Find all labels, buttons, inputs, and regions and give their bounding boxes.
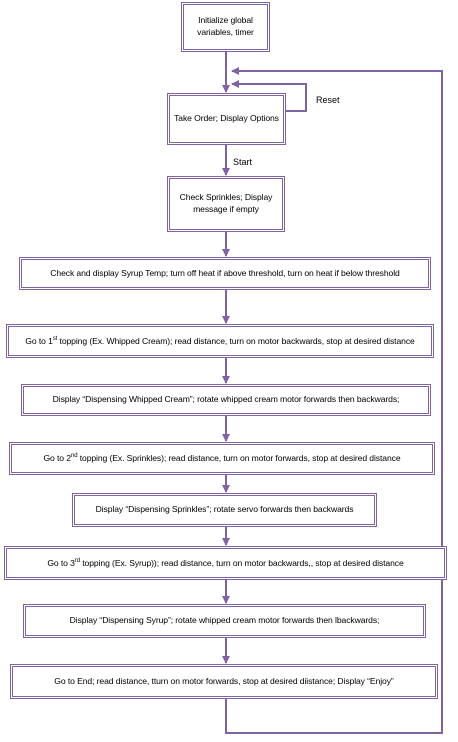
syrup-temp-node-text: Check and display Syrup Temp; turn off h…: [50, 267, 400, 278]
check-sprinkles-node-text: Check Sprinkles; Display message if empt…: [179, 192, 273, 214]
topping3-node: Go to 3rd topping (Ex. Syrup)); read dis…: [4, 546, 447, 580]
dispense-sprinkles-node-text: Display “Dispensing Sprinkles”; rotate s…: [95, 504, 354, 515]
dispense-whipped-node: Display “Dispensing Whipped Cream”; rota…: [21, 384, 431, 416]
topping1-node: Go to 1st topping (Ex. Whipped Cream); r…: [6, 324, 434, 358]
init-node-text: Initialize global variables, timer: [197, 15, 254, 37]
topping2-node-text: Go to 2nd topping (Ex. Sprinkles); read …: [43, 453, 401, 464]
dispense-sprinkles-node: Display “Dispensing Sprinkles”; rotate s…: [72, 493, 377, 527]
return-loop-connector: [225, 67, 443, 734]
topping3-node-text: Go to 3rd topping (Ex. Syrup)); read dis…: [47, 557, 404, 568]
dispense-syrup-node-text: Display “Dispensing Syrup”; rotate whipp…: [69, 615, 380, 626]
start-label: Start: [233, 157, 253, 167]
reset-loop-connector: [231, 80, 307, 112]
init-node: Initialize global variables, timer: [181, 2, 270, 52]
go-end-node: Go to End; read distance, tturn on motor…: [10, 664, 438, 699]
dispense-whipped-node-text: Display “Dispensing Whipped Cream”; rota…: [52, 394, 400, 405]
go-end-node-text: Go to End; read distance, tturn on motor…: [54, 675, 394, 686]
take-order-node-text: Take Order; Display Options: [174, 113, 279, 124]
reset-label: Reset: [316, 95, 340, 105]
dispense-syrup-node: Display “Dispensing Syrup”; rotate whipp…: [23, 604, 426, 638]
syrup-temp-node: Check and display Syrup Temp; turn off h…: [19, 257, 431, 290]
topping1-node-text: Go to 1st topping (Ex. Whipped Cream); r…: [25, 335, 415, 346]
check-sprinkles-node: Check Sprinkles; Display message if empt…: [167, 176, 285, 232]
topping2-node: Go to 2nd topping (Ex. Sprinkles); read …: [9, 442, 435, 475]
take-order-node: Take Order; Display Options: [167, 93, 286, 145]
